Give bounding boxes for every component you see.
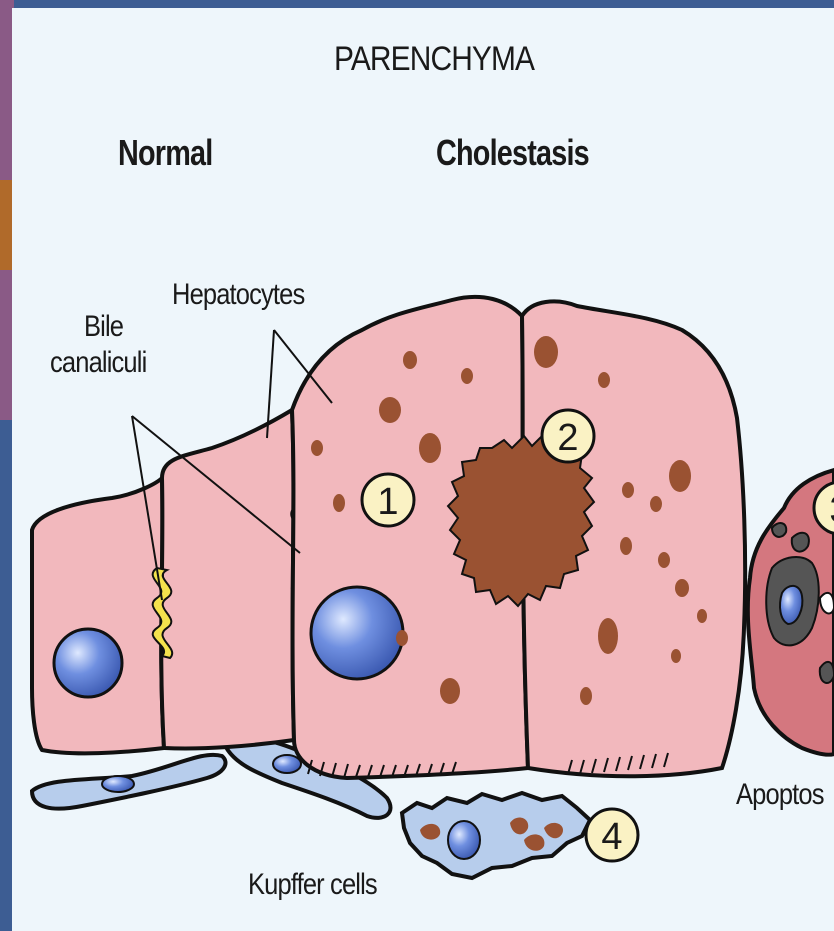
marker-4: 4 [586,809,638,861]
marker-1: 1 [362,474,414,526]
label-hepatocytes: Hepatocytes [172,278,304,312]
apoptotic-fragment-1 [792,533,809,552]
svg-text:1: 1 [377,481,398,523]
nucleus-normal-left [54,629,122,697]
apoptotic-fragment-white [820,593,834,614]
column-heading-normal: Normal [118,132,212,174]
diagram-title: PARENCHYMA [334,40,534,79]
svg-text:4: 4 [601,816,622,858]
hepatocyte-normal-middle [161,410,294,749]
apoptotic-fragment-2 [820,662,834,683]
label-bile-line1: Bile [84,310,123,344]
svg-text:3: 3 [829,489,834,531]
label-kupffer-cells: Kupffer cells [248,868,377,902]
kupffer-nucleus-right [448,821,480,859]
kupffer-nucleus-middle [273,755,301,773]
svg-text:2: 2 [557,417,578,459]
hepatocyte-normal-left [32,478,164,753]
marker-2: 2 [542,410,594,462]
column-heading-cholestasis: Cholestasis [436,132,589,174]
apoptotic-fragment-3 [772,523,786,537]
label-apoptosis: Apoptos [736,778,824,812]
kupffer-nucleus-left [102,776,134,792]
figure-panel: 1 2 3 4 PARENCHYMA Normal Cholestasis He… [12,8,834,931]
nucleus-cholestasis-1 [311,587,403,679]
label-bile-line2: canaliculi [50,346,146,380]
